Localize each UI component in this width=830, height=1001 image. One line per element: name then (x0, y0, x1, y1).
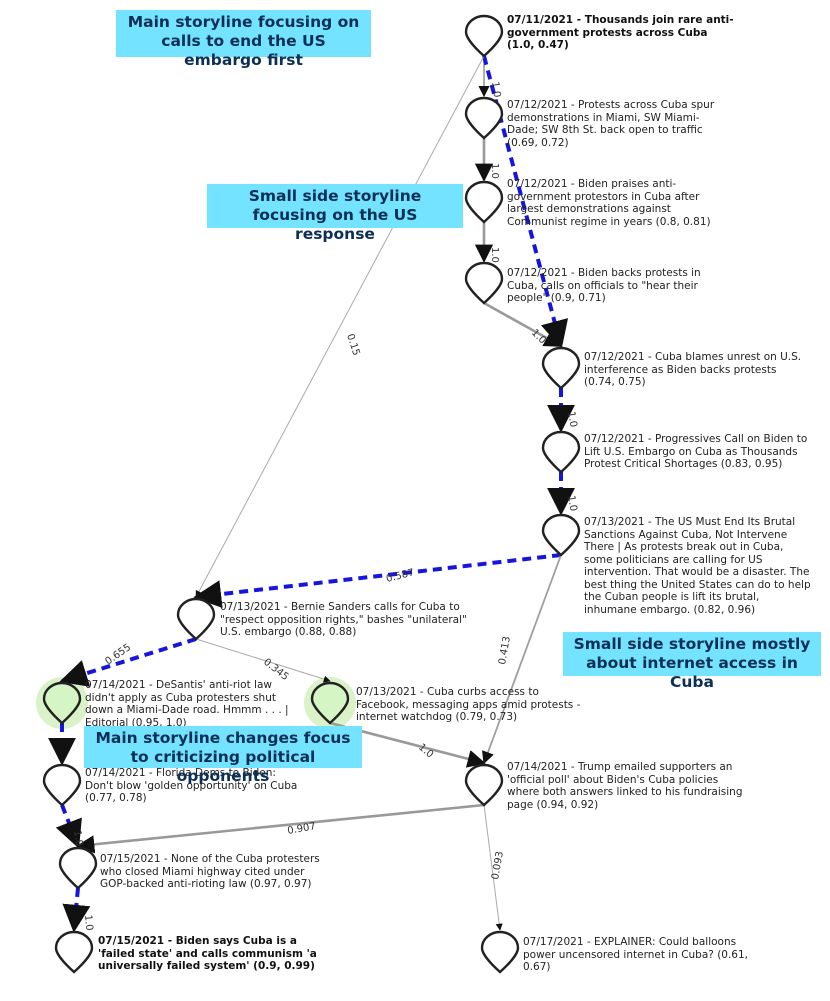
node-label-n8: 07/13/2021 - Bernie Sanders calls for Cu… (220, 601, 467, 638)
node-label-n2: 07/12/2021 - Protests across Cuba spur d… (507, 99, 715, 149)
edge-weight-n11-n13: 1.0 (71, 830, 85, 848)
edge-weight-n5-n6: 1.0 (565, 411, 579, 429)
node-pin-icon-n11[interactable] (42, 763, 82, 807)
node-label-n3: 07/12/2021 - Biden praises anti-governme… (507, 178, 711, 228)
edge-weight-n7-n12: 0.413 (497, 635, 513, 665)
node-label-n15: 07/17/2021 - EXPLAINER: Could balloons p… (523, 936, 749, 973)
node-pin-icon-n9[interactable] (42, 681, 82, 725)
edge-weight-n7-n8: 0.587 (385, 567, 415, 585)
node-pin-icon-n2[interactable] (464, 96, 504, 140)
edge-n12-n15 (483, 804, 503, 931)
node-pin-icon-n3[interactable] (464, 180, 504, 224)
node-pin-icon-n4[interactable] (464, 261, 504, 305)
node-pin-icon-n15[interactable] (480, 930, 520, 974)
node-pin-icon-n13[interactable] (58, 846, 98, 890)
edge-n7-n8 (193, 553, 562, 609)
edge-weight-n12-n15: 0.093 (490, 850, 506, 880)
edge-n1-n8 (195, 55, 485, 598)
node-pin-icon-n10[interactable] (310, 681, 350, 725)
edge-n7-n12 (482, 554, 562, 765)
node-label-n4: 07/12/2021 - Biden backs protests in Cub… (507, 267, 701, 304)
edge-n12-n13 (76, 803, 485, 854)
edge-n11-n13 (55, 804, 82, 849)
node-pin-icon-n12[interactable] (464, 763, 504, 807)
callout-c3: Small side storyline mostly about intern… (563, 632, 821, 691)
node-label-n1: 07/11/2021 - Thousands join rare anti-go… (507, 14, 734, 51)
edge-n4-n5 (483, 301, 563, 348)
node-pin-icon-n6[interactable] (541, 430, 581, 474)
node-label-n14: 07/15/2021 - Biden says Cuba is a 'faile… (98, 935, 317, 972)
edge-weight-n2-n3: 1.0 (489, 163, 500, 179)
node-label-n5: 07/12/2021 - Cuba blames unrest on U.S. … (584, 351, 802, 388)
edge-weight-n1-n8: 0.15 (344, 333, 361, 358)
edge-weight-n6-n7: 1.0 (565, 495, 579, 513)
node-label-n11: 07/14/2021 - Florida Dems to Biden: Don'… (85, 767, 298, 804)
edge-weight-n3-n4: 1.0 (489, 247, 500, 263)
node-pin-icon-n5[interactable] (541, 346, 581, 390)
node-pin-icon-n1[interactable] (464, 14, 504, 58)
callout-c1: Main storyline focusing on calls to end … (116, 10, 371, 69)
edge-weight-n1-n2: 1.0 (489, 81, 502, 98)
node-label-n6: 07/12/2021 - Progressives Call on Biden … (584, 433, 808, 470)
edge-weight-n13-n14: 1.0 (82, 914, 94, 931)
node-label-n9: 07/14/2021 - DeSantis' anti-riot law did… (85, 679, 289, 729)
node-pin-icon-n7[interactable] (541, 513, 581, 557)
callout-c2: Small side storyline focusing on the US … (207, 184, 463, 243)
node-label-n7: 07/13/2021 - The US Must End Its Brutal … (584, 516, 811, 616)
edge-n13-n14 (62, 887, 91, 933)
node-label-n13: 07/15/2021 - None of the Cuba protesters… (100, 853, 320, 890)
edge-n8-n10 (195, 638, 331, 683)
edge-weight-n10-n12: 1.0 (416, 742, 435, 761)
callout-c4: Main storyline changes focus to criticiz… (84, 726, 362, 785)
edge-n8-n9 (59, 637, 197, 687)
edge-weight-n12-n13: 0.907 (287, 821, 317, 837)
node-pin-icon-n8[interactable] (176, 597, 216, 641)
node-label-n10: 07/13/2021 - Cuba curbs access to Facebo… (356, 686, 581, 723)
node-label-n12: 07/14/2021 - Trump emailed supporters an… (507, 761, 743, 811)
node-pin-icon-n14[interactable] (54, 930, 94, 974)
